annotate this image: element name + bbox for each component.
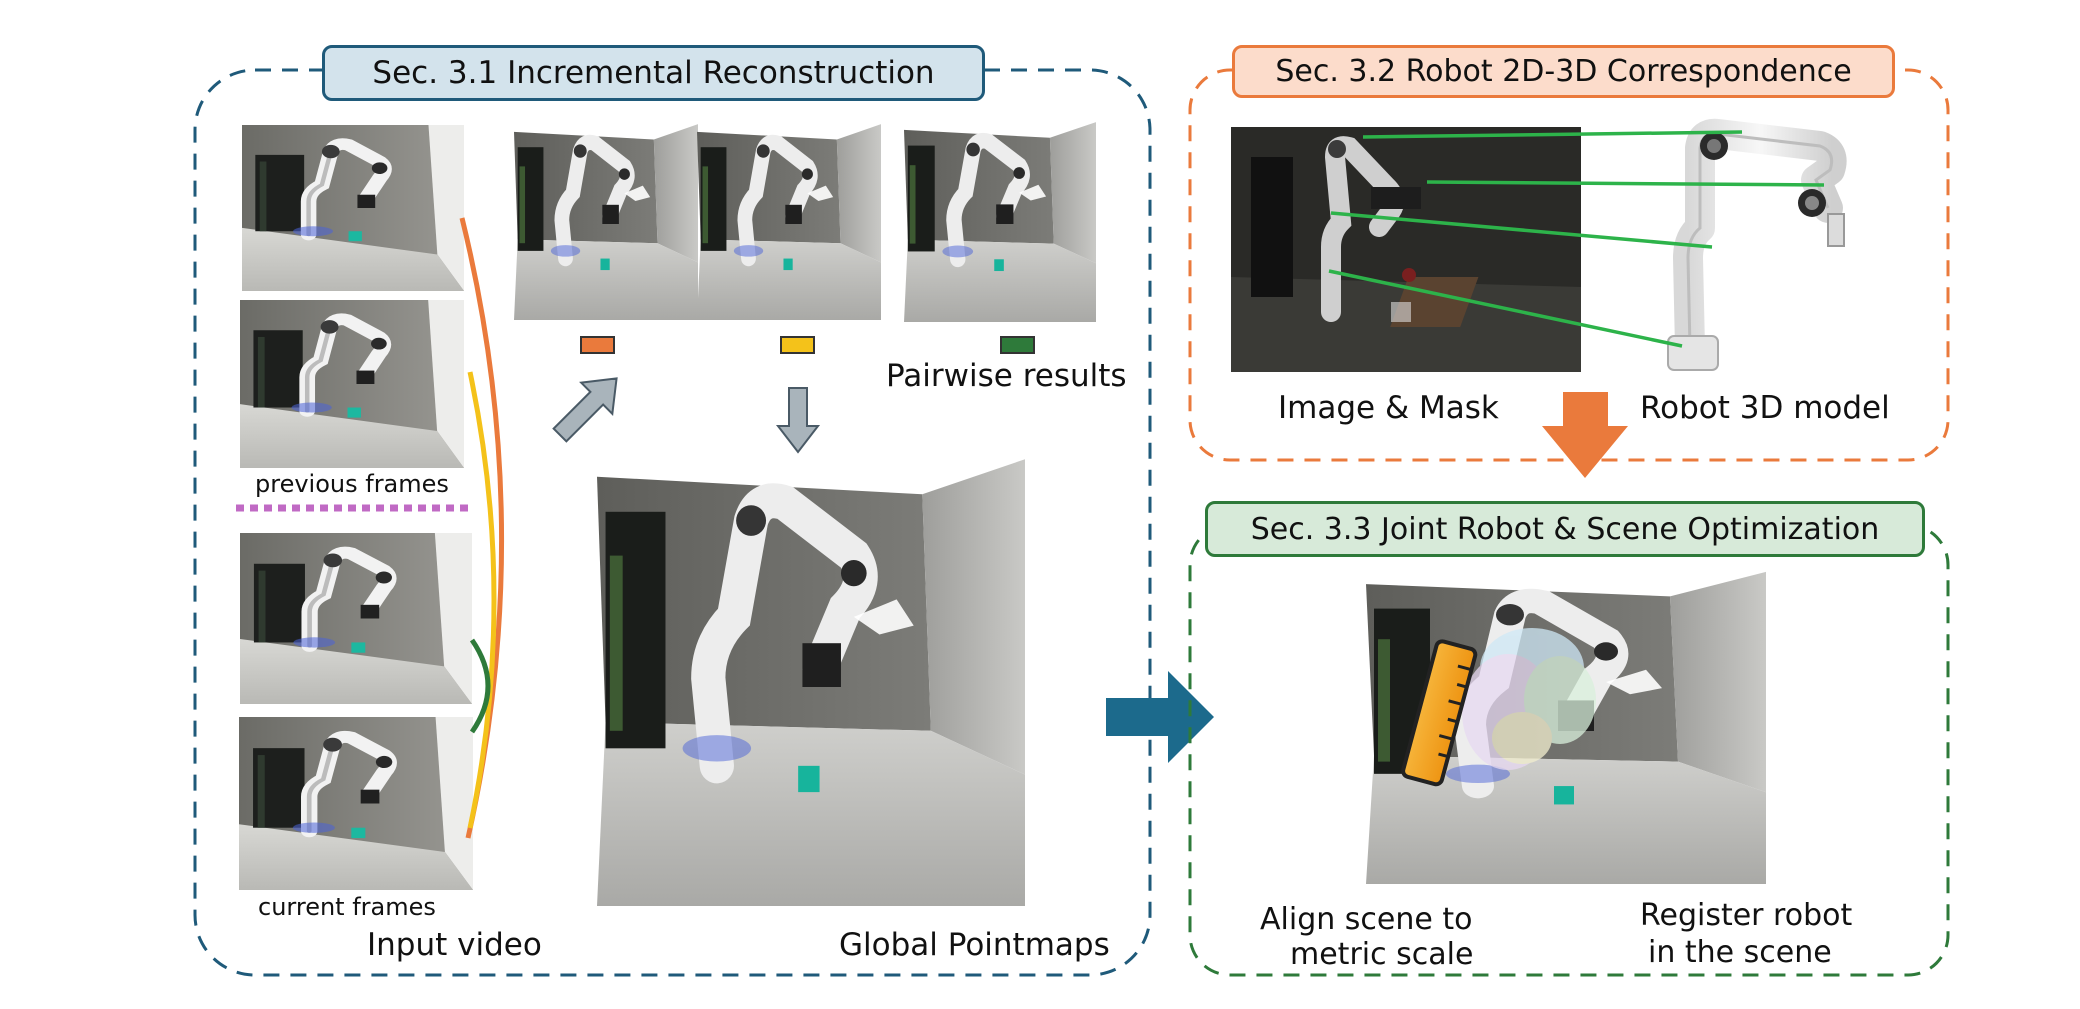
sec3-title: Sec. 3.3 Joint Robot & Scene Optimizatio… [1205, 501, 1925, 557]
correspondence-line-2 [1426, 180, 1825, 187]
robot-3d-model [1667, 118, 1847, 371]
correspondence-line-3 [1330, 211, 1713, 249]
pair-arc-yellow [467, 371, 497, 829]
robot-overlay [1462, 628, 1596, 770]
correspondence-line-4 [1328, 269, 1683, 348]
align-scene-label-1: Align scene to [1260, 902, 1473, 937]
register-robot-label-1: Register robot [1640, 898, 1853, 933]
pairwise-result-3 [904, 122, 1096, 322]
global-pointmaps-label: Global Pointmaps [839, 927, 1110, 963]
sec1-title: Sec. 3.1 Incremental Reconstruction [322, 45, 985, 101]
input-video-label: Input video [367, 927, 542, 963]
pair-marker-orange [580, 336, 615, 354]
pair-marker-green [1000, 336, 1035, 354]
pairwise-result-1 [514, 124, 698, 320]
pair-marker-yellow [780, 336, 815, 354]
arrow-sec2-to-sec3 [1542, 392, 1628, 478]
input-frame-3 [240, 533, 472, 704]
current-frames-label: current frames [258, 893, 436, 921]
global-pointmap [597, 459, 1025, 906]
arrow-to-pairwise [552, 377, 618, 443]
image-mask-label: Image & Mask [1278, 390, 1499, 426]
input-frame-2 [240, 300, 464, 468]
input-frame-1 [242, 125, 464, 291]
ruler-icon [1401, 639, 1478, 787]
image-and-mask [1231, 127, 1581, 372]
robot-3d-model-label: Robot 3D model [1640, 390, 1890, 426]
sec2-title: Sec. 3.2 Robot 2D-3D Correspondence [1232, 45, 1895, 98]
align-scene-label-2: metric scale [1290, 937, 1474, 972]
flow-arrow [1106, 671, 1214, 763]
input-frame-4 [239, 717, 473, 890]
correspondence-line-1 [1362, 130, 1743, 139]
pairwise-result-2 [697, 124, 881, 320]
arrow-to-global [775, 387, 821, 454]
pair-arc-green [469, 638, 491, 734]
register-robot-label-2: in the scene [1648, 935, 1832, 970]
previous-frames-label: previous frames [255, 470, 449, 498]
pairwise-results-label: Pairwise results [886, 358, 1127, 394]
